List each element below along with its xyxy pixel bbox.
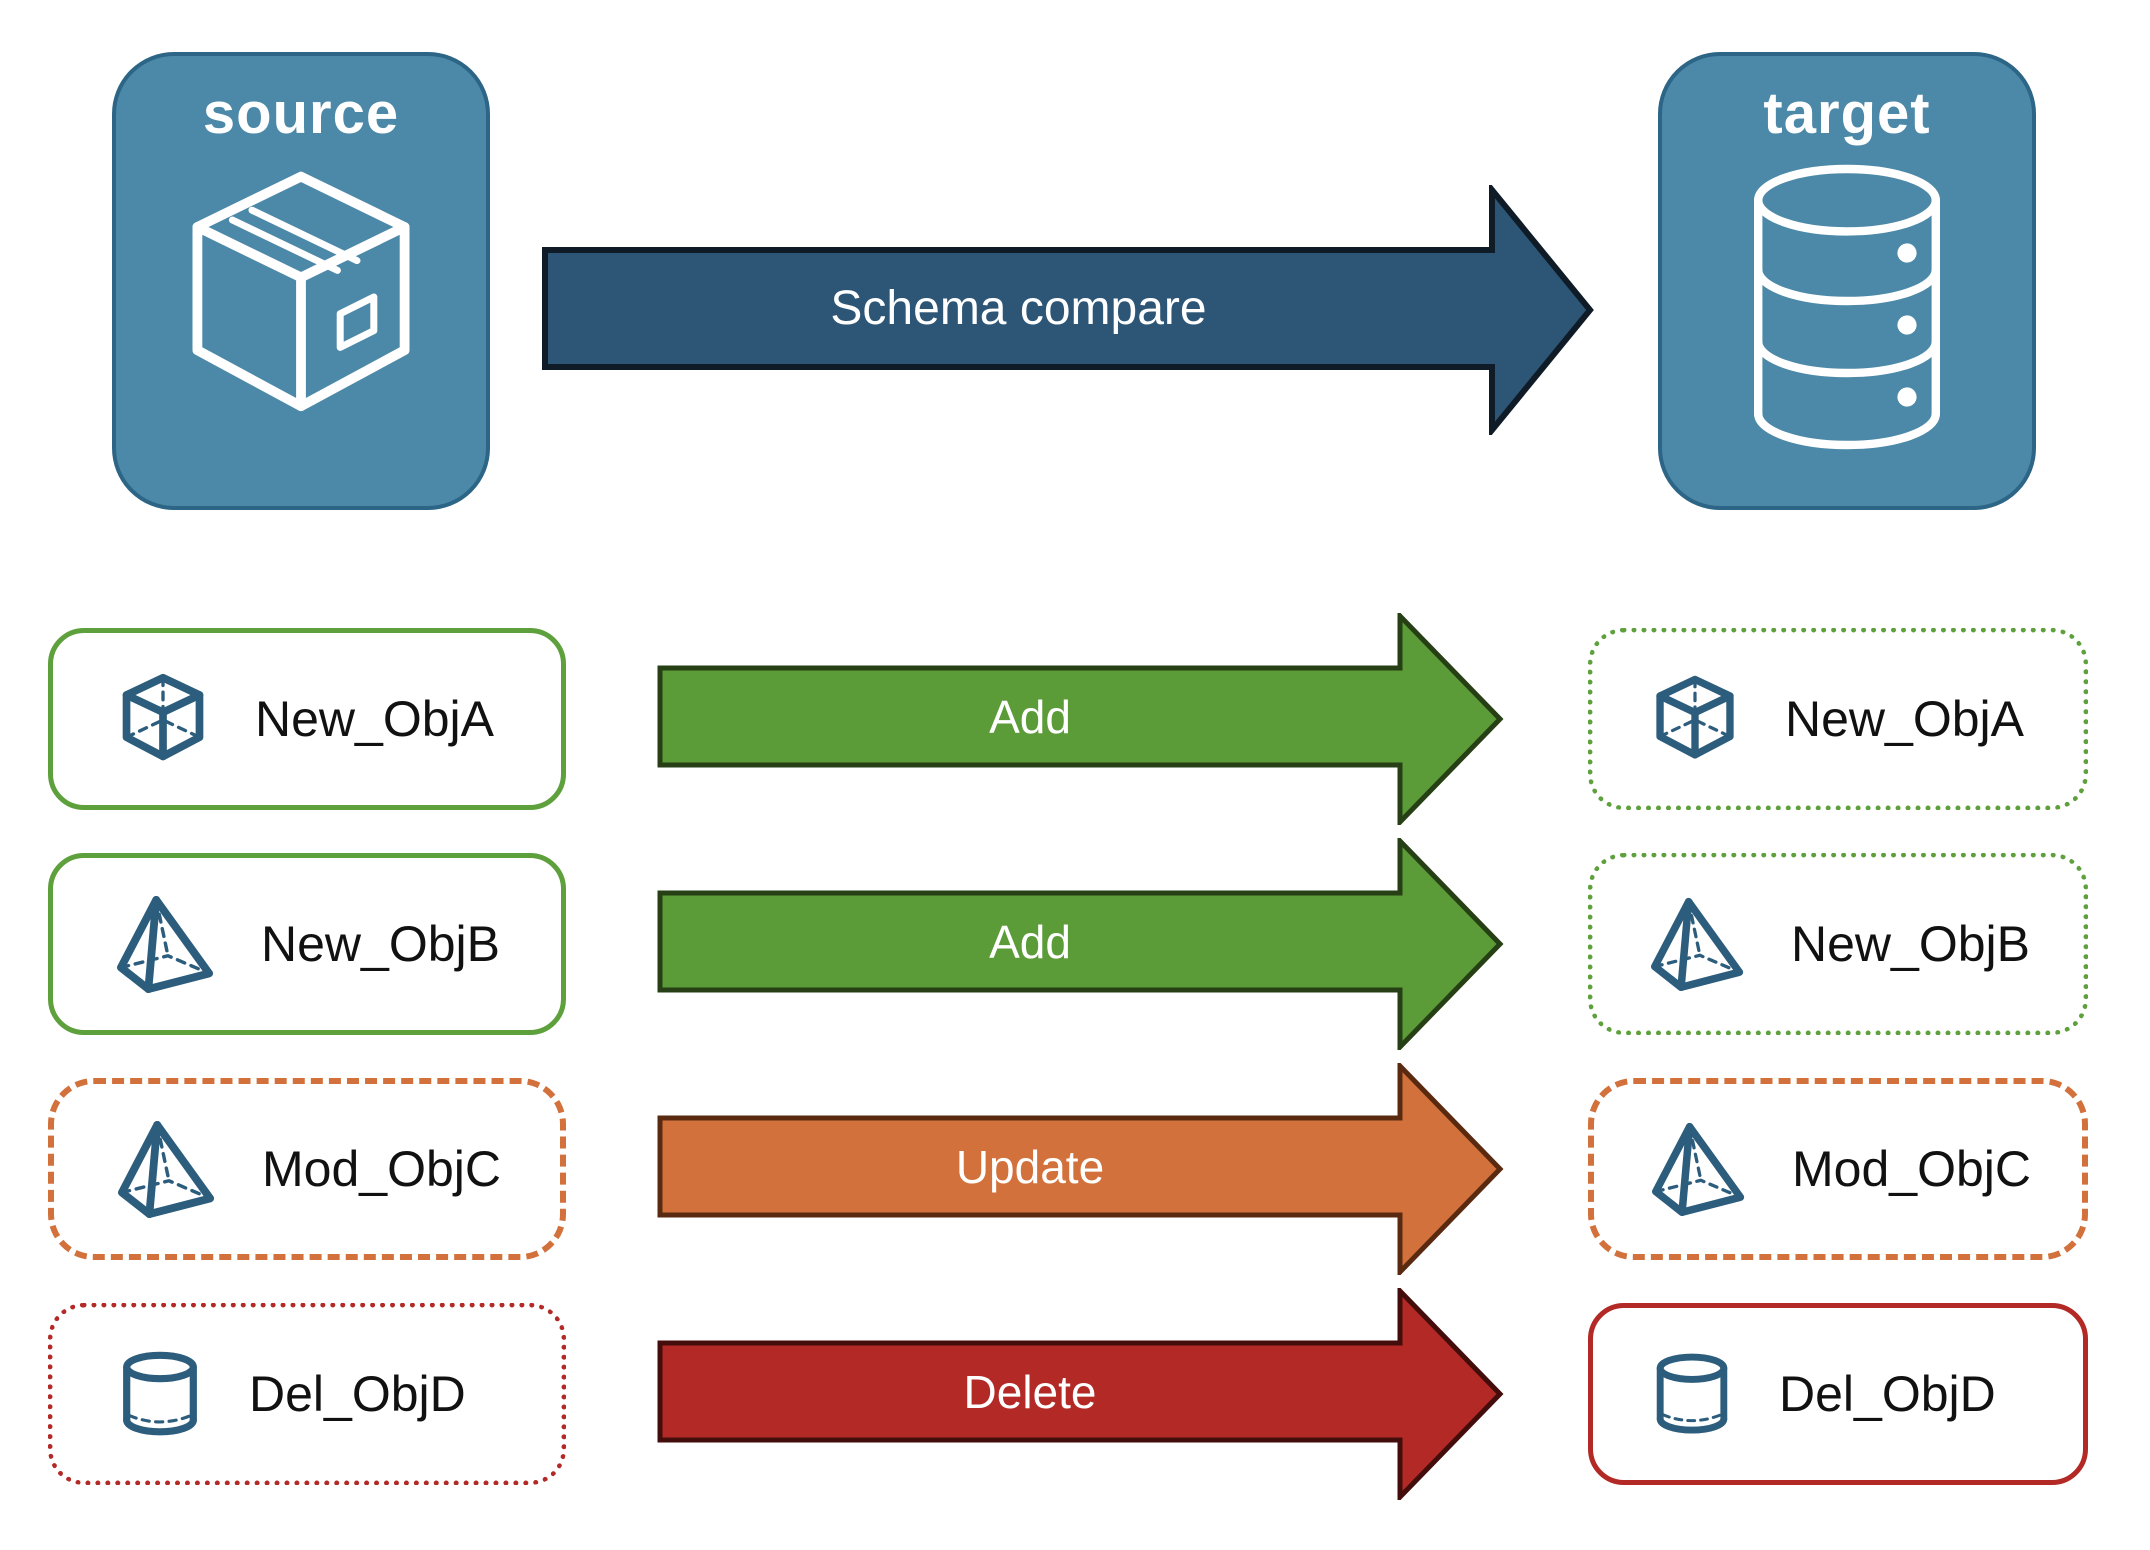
object-label: New_ObjB xyxy=(261,916,500,972)
delete-arrow-label: Delete xyxy=(963,1365,1097,1418)
add-arrow-label: Add xyxy=(989,690,1071,743)
target-node: target xyxy=(1658,52,2036,510)
target-object-card-new-objb: New_ObjB xyxy=(1588,853,2088,1035)
cylinder-icon xyxy=(1649,1348,1735,1440)
schema-compare-arrow: Schema compare xyxy=(540,185,1600,435)
package-icon xyxy=(161,157,441,437)
update-arrow-row-3: Update xyxy=(645,1063,1515,1275)
object-label: Mod_ObjC xyxy=(1792,1141,2031,1197)
object-label: New_ObjB xyxy=(1791,916,2030,972)
cube-icon xyxy=(115,670,211,768)
source-node: source xyxy=(112,52,490,510)
update-arrow-label: Update xyxy=(955,1140,1105,1193)
database-icon xyxy=(1727,157,1967,457)
object-label: New_ObjA xyxy=(1785,691,2024,747)
cube-icon xyxy=(1649,672,1741,766)
add-arrow-row-1: Add xyxy=(645,613,1515,825)
target-node-label: target xyxy=(1763,81,1931,146)
pyramid-icon xyxy=(1649,897,1747,991)
schema-compare-arrow-label: Schema compare xyxy=(830,282,1207,335)
source-object-card-new-obja: New_ObjA xyxy=(48,628,566,810)
add-arrow-row-2: Add xyxy=(645,838,1515,1050)
target-object-card-new-obja: New_ObjA xyxy=(1588,628,2088,810)
pyramid-icon xyxy=(116,1120,218,1218)
object-label: New_ObjA xyxy=(255,691,494,747)
pyramid-icon xyxy=(115,895,217,993)
object-label: Mod_ObjC xyxy=(262,1141,501,1197)
object-label: Del_ObjD xyxy=(1779,1366,1996,1422)
target-object-card-del-objd: Del_ObjD xyxy=(1588,1303,2088,1485)
source-object-card-mod-objc: Mod_ObjC xyxy=(48,1078,566,1260)
cylinder-icon xyxy=(115,1346,205,1442)
source-node-label: source xyxy=(202,81,400,146)
target-object-card-mod-objc: Mod_ObjC xyxy=(1588,1078,2088,1260)
add-arrow-label: Add xyxy=(989,915,1071,968)
delete-arrow-row-4: Delete xyxy=(645,1288,1515,1500)
pyramid-icon xyxy=(1650,1122,1748,1216)
object-label: Del_ObjD xyxy=(249,1366,466,1422)
source-object-card-new-objb: New_ObjB xyxy=(48,853,566,1035)
source-object-card-del-objd: Del_ObjD xyxy=(48,1303,566,1485)
